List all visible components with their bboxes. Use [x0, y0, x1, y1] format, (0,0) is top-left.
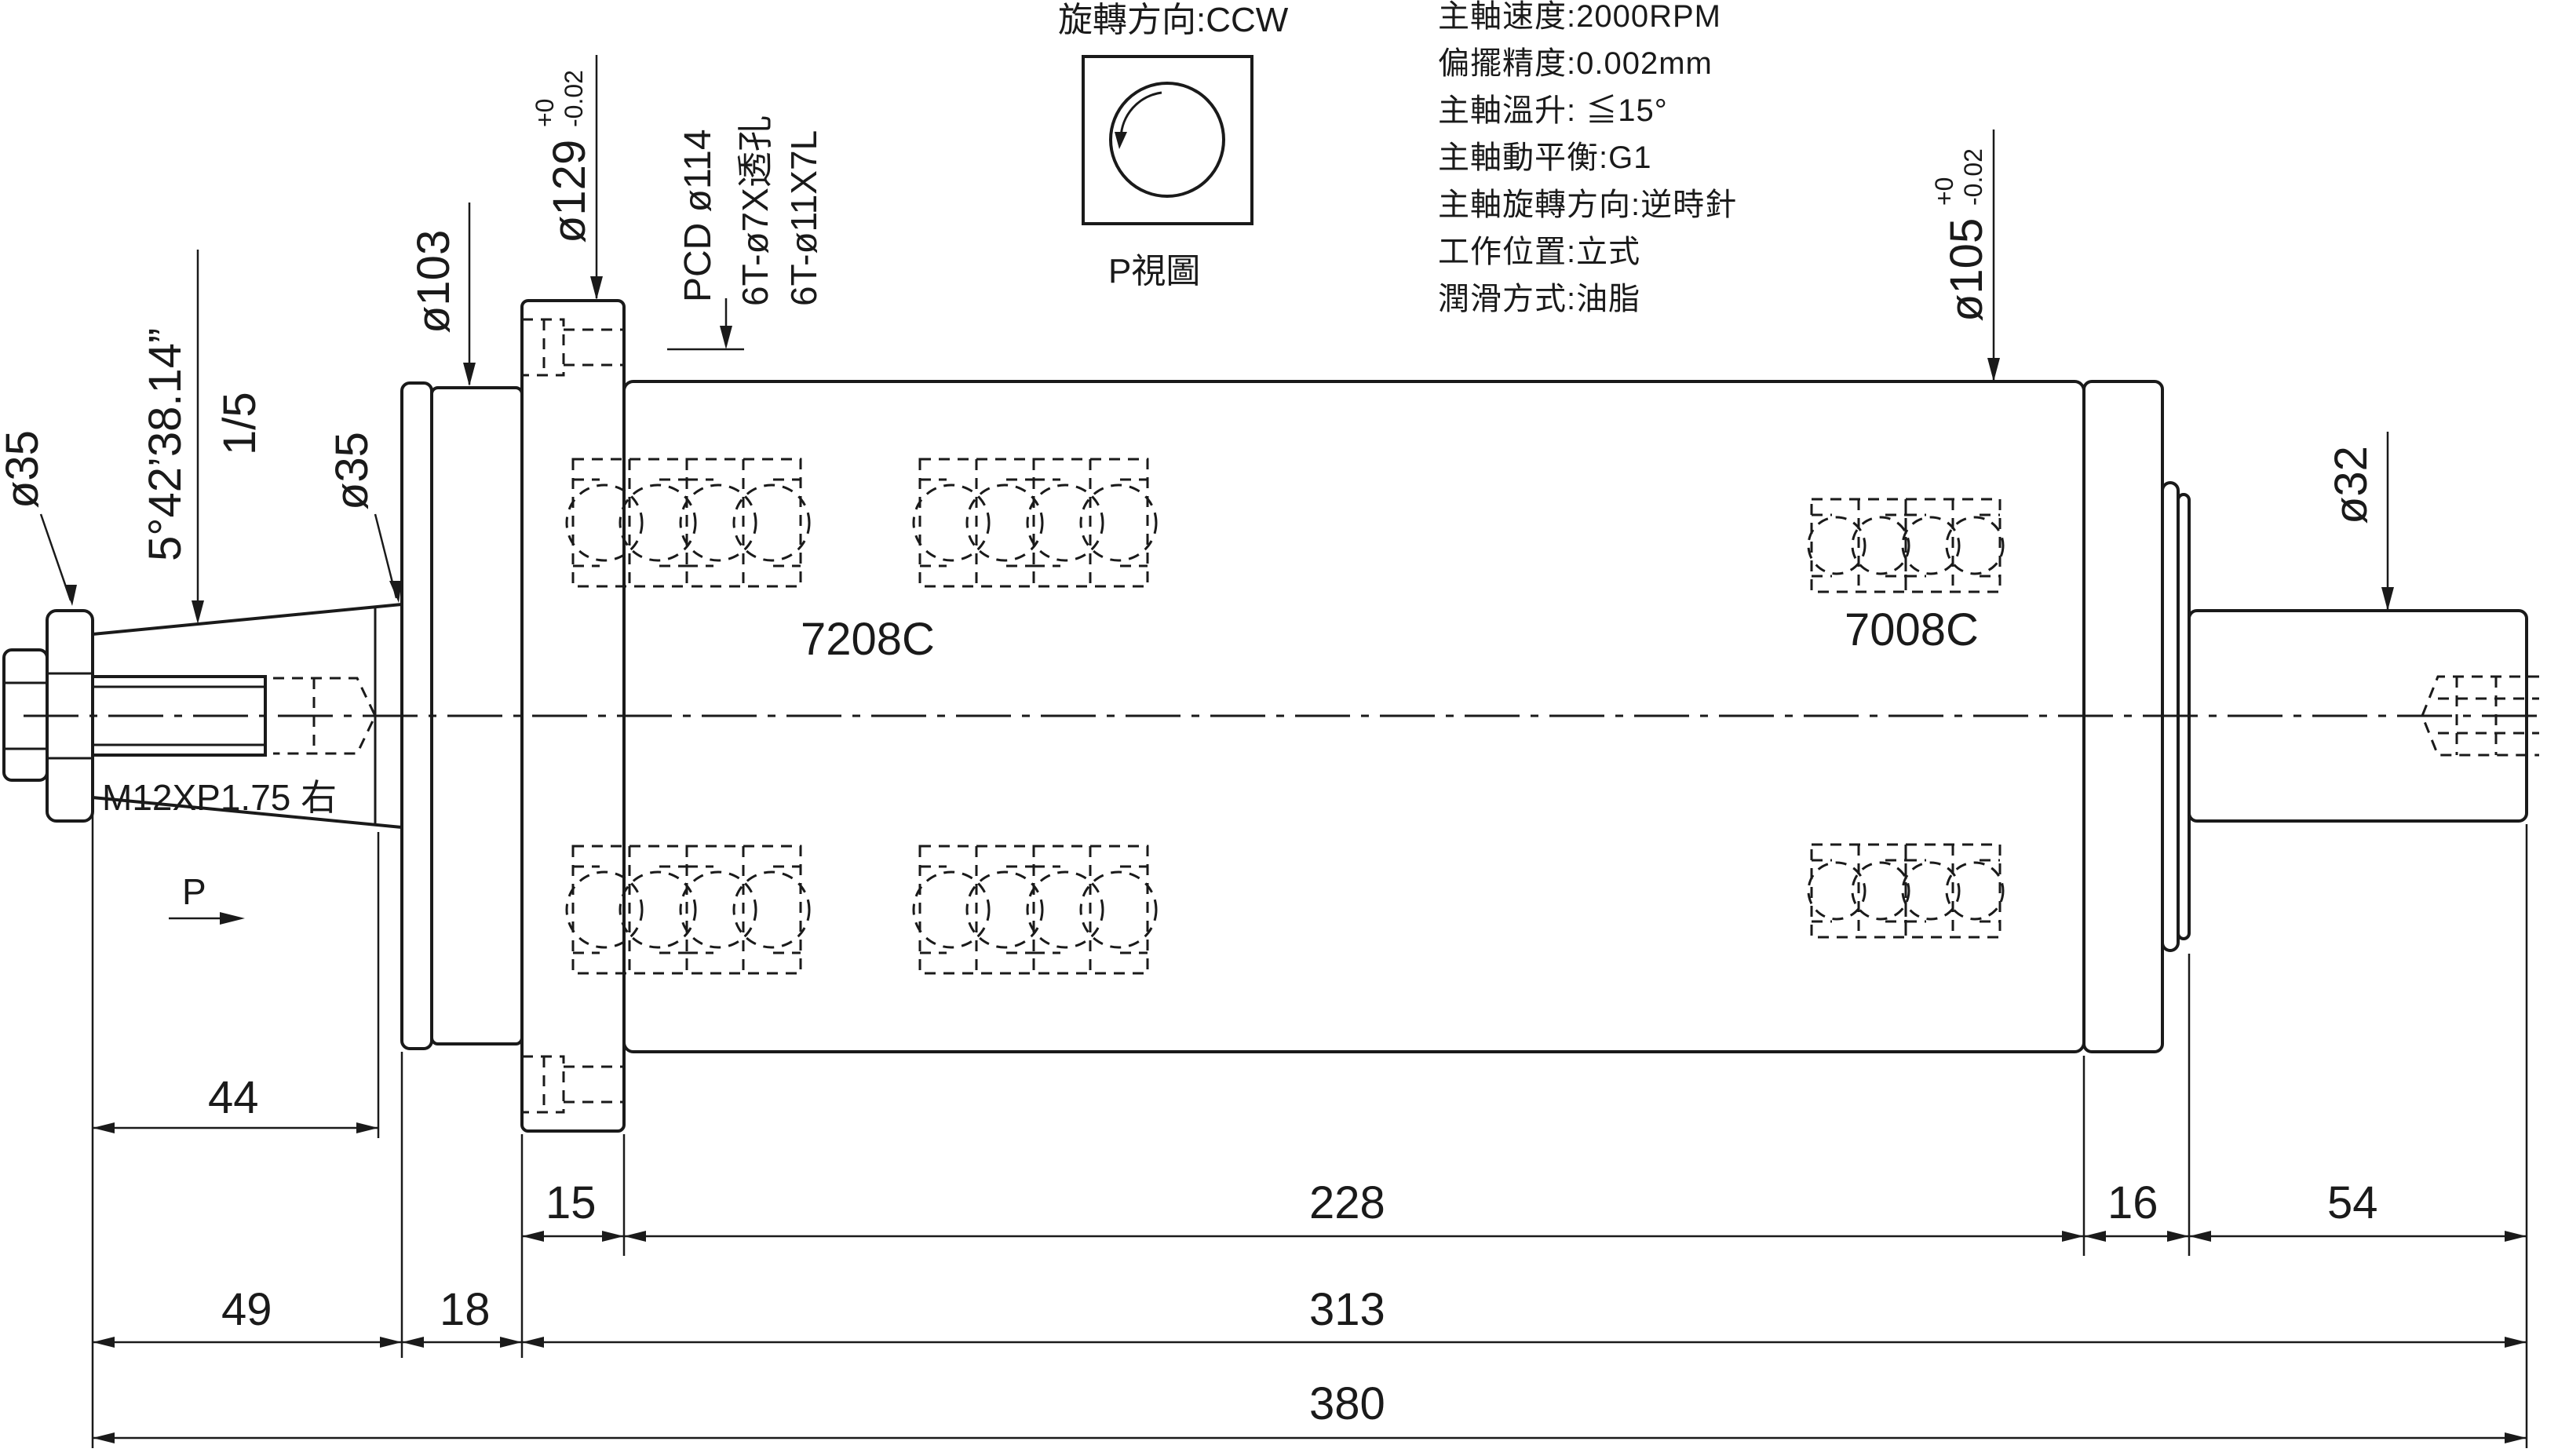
dim-16: 16	[2107, 1177, 2158, 1228]
bearing-front-1-top	[565, 458, 697, 588]
bearing-front-3-top	[912, 458, 1044, 588]
dim-54: 54	[2327, 1177, 2378, 1228]
callout-taper-angle: 5°42’38.14”	[140, 328, 191, 561]
callout-taper-ratio: 1/5	[214, 392, 265, 455]
hex-nut	[2, 609, 94, 823]
dim-228: 228	[1309, 1177, 1385, 1228]
bearing-front-label: 7208C	[801, 614, 935, 665]
spec-list: 主軸速度:2000RPM 偏擺精度:0.002mm 主軸溫升: ≦15° 主軸動…	[1438, 0, 1737, 316]
bearing-rear-2-top	[1901, 498, 2005, 593]
spec-position: 工作位置:立式	[1438, 235, 1640, 269]
bearing-front-4-bottom	[1026, 845, 1158, 975]
bearing-front-4-top	[1026, 458, 1158, 588]
callout-d35-taper: ø35	[327, 432, 378, 510]
view-arrow-label: P	[182, 871, 206, 912]
callout-d105: ø105	[1941, 218, 1992, 322]
callout-d129-tol-upper: +0	[531, 99, 559, 127]
dim-380: 380	[1309, 1378, 1385, 1429]
callout-d35-nut: ø35	[0, 430, 48, 509]
rear-shaft	[2188, 609, 2539, 823]
dim-18: 18	[440, 1284, 491, 1335]
callout-pcd: PCD ø114	[677, 129, 719, 302]
dim-313: 313	[1309, 1284, 1385, 1335]
rotation-label: 旋轉方向:CCW	[1058, 1, 1289, 39]
callout-d105-tol-lower: -0.02	[1959, 148, 1987, 206]
dim-44: 44	[208, 1072, 259, 1123]
bearing-rear-1-top	[1807, 498, 1910, 593]
callout-holes-counterbore: 6T-ø11X7L	[783, 130, 824, 306]
callout-d129-tol-lower: -0.02	[560, 70, 588, 127]
spec-temp: 主軸溫升: ≦15°	[1438, 93, 1668, 128]
callout-d32: ø32	[2326, 446, 2377, 524]
callout-d105-tol-upper: +0	[1930, 177, 1958, 206]
spec-speed: 主軸速度:2000RPM	[1438, 0, 1721, 34]
spec-runout: 偏擺精度:0.002mm	[1438, 46, 1713, 81]
bearing-front-2-top	[679, 458, 811, 588]
p-view-diagram	[1082, 55, 1253, 225]
ccw-arrow-icon	[1119, 91, 1162, 139]
bearing-rear-2-bottom	[1901, 843, 2005, 939]
callout-d103: ø103	[408, 230, 459, 334]
callout-holes-through: 6T-ø7X透孔	[735, 115, 775, 306]
dim-15: 15	[546, 1177, 597, 1228]
bearing-rear-1-bottom	[1807, 843, 1910, 939]
bearing-front-1-bottom	[565, 845, 697, 975]
spec-lubrication: 潤滑方式:油脂	[1438, 282, 1640, 316]
bearing-front-2-bottom	[679, 845, 811, 975]
callout-thread: M12XP1.75 右	[102, 777, 337, 818]
dim-49: 49	[221, 1284, 272, 1335]
p-view-label: P視圖	[1108, 252, 1200, 290]
spec-direction: 主軸旋轉方向:逆時針	[1438, 188, 1737, 222]
bearing-front-3-bottom	[912, 845, 1044, 975]
bearing-rear-label: 7008C	[1845, 604, 1979, 655]
callout-d129: ø129	[544, 140, 595, 243]
spec-balance: 主軸動平衡:G1	[1438, 140, 1651, 175]
